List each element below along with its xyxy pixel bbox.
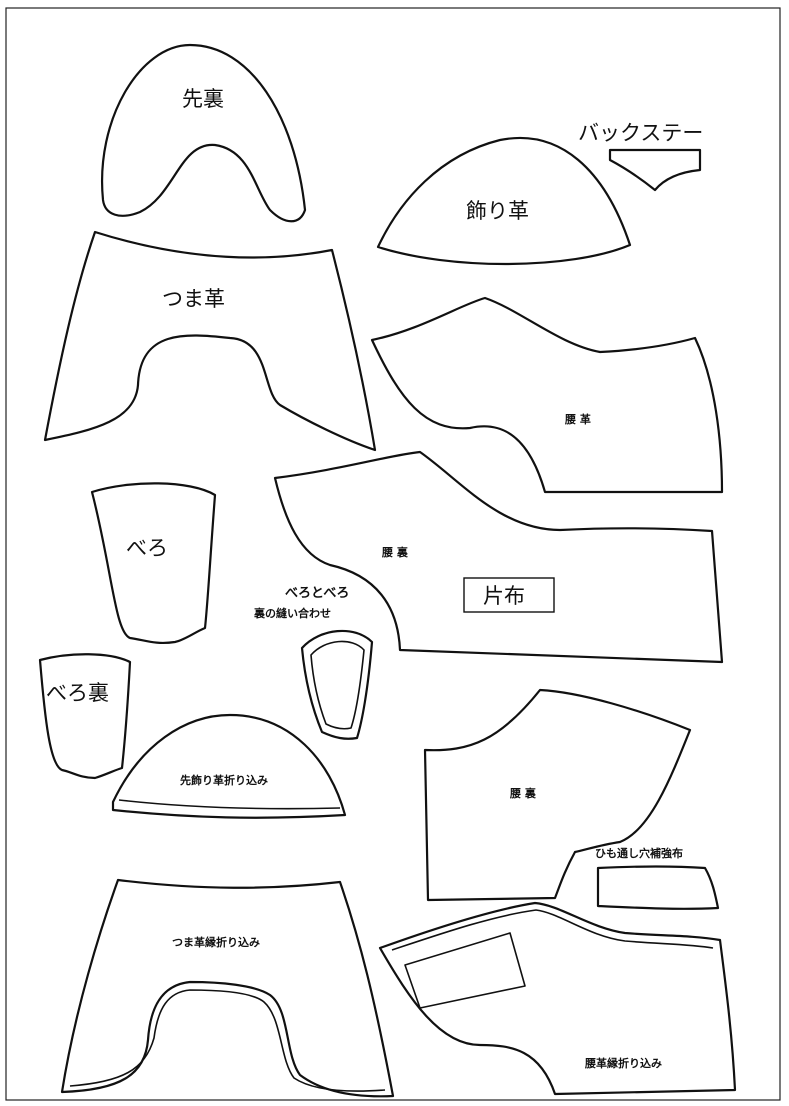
label-saki-kazari-fold: 先飾り革折り込み (180, 773, 268, 787)
piece-bero: べろ (90, 482, 217, 645)
piece-bero-join: べろとべろ 裏の縫い合わせ (253, 586, 374, 740)
piece-koshi-kawa: 腰 革 (370, 296, 724, 494)
piece-koshi-fold: 腰革縁折り込み (378, 901, 737, 1096)
piece-tsuma-fold: つま革縁折り込み (60, 878, 395, 1098)
piece-kazari-kawa: 飾り革 (376, 136, 632, 266)
label-koshi-ura-lower: 腰 裏 (509, 786, 537, 800)
label-tsuma-kawa: つま革 (162, 287, 225, 311)
piece-saki-ura: 先裏 (100, 43, 307, 223)
label-himo-reinforce: ひも通し穴補強布 (595, 846, 683, 860)
piece-koshi-ura-lower: 腰 裏 (423, 688, 692, 902)
piece-bero-ura: べろ裏 (38, 653, 132, 780)
label-tsuma-fold: つま革縁折り込み (172, 935, 260, 949)
katanuno-box (463, 577, 555, 613)
label-saki-ura: 先裏 (182, 87, 224, 111)
label-bero-ura: べろ裏 (46, 681, 109, 705)
piece-koshi-ura-upper: 腰 裏 片布 (273, 450, 724, 664)
piece-tsuma-kawa: つま革 (43, 230, 377, 452)
piece-saki-kazari-fold: 先飾り革折り込み (111, 713, 347, 819)
label-kazari-kawa: 飾り革 (466, 199, 529, 223)
label-bero-join-line2: 裏の縫い合わせ (253, 606, 331, 620)
piece-himo-reinforce: ひも通し穴補強布 (595, 846, 720, 910)
label-koshi-ura-upper: 腰 裏 (381, 545, 409, 559)
page-border (5, 7, 781, 1101)
label-koshi-fold: 腰革縁折り込み (584, 1056, 662, 1070)
piece-back-stay: バックステー (578, 121, 703, 192)
label-koshi-kawa: 腰 革 (564, 412, 591, 426)
label-back-stay: バックステー (578, 121, 703, 145)
label-bero: べろ (126, 536, 168, 560)
label-katanuno: 片布 (483, 584, 525, 608)
label-bero-join-line1: べろとべろ (285, 586, 349, 601)
